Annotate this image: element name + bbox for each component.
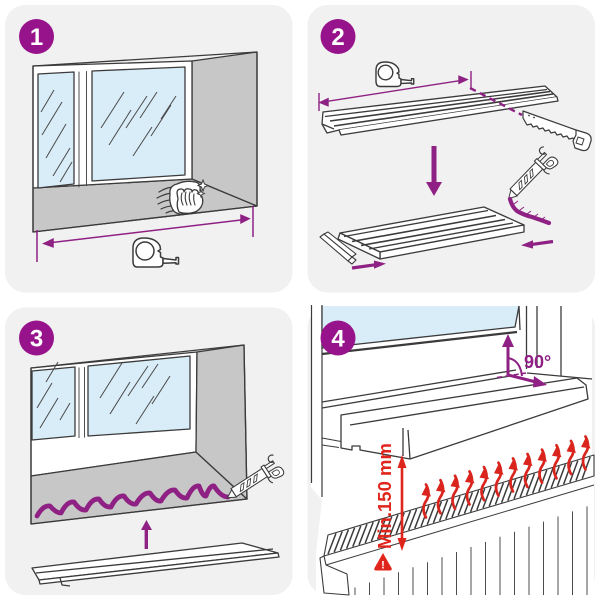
- svg-text:!: !: [381, 560, 385, 572]
- svg-text:2: 2: [331, 24, 344, 51]
- svg-text:4: 4: [331, 326, 345, 353]
- svg-text:1: 1: [30, 24, 43, 51]
- svg-text:3: 3: [30, 326, 43, 353]
- svg-text:Min.150 mm: Min.150 mm: [374, 443, 395, 549]
- svg-text:90°: 90°: [524, 352, 551, 372]
